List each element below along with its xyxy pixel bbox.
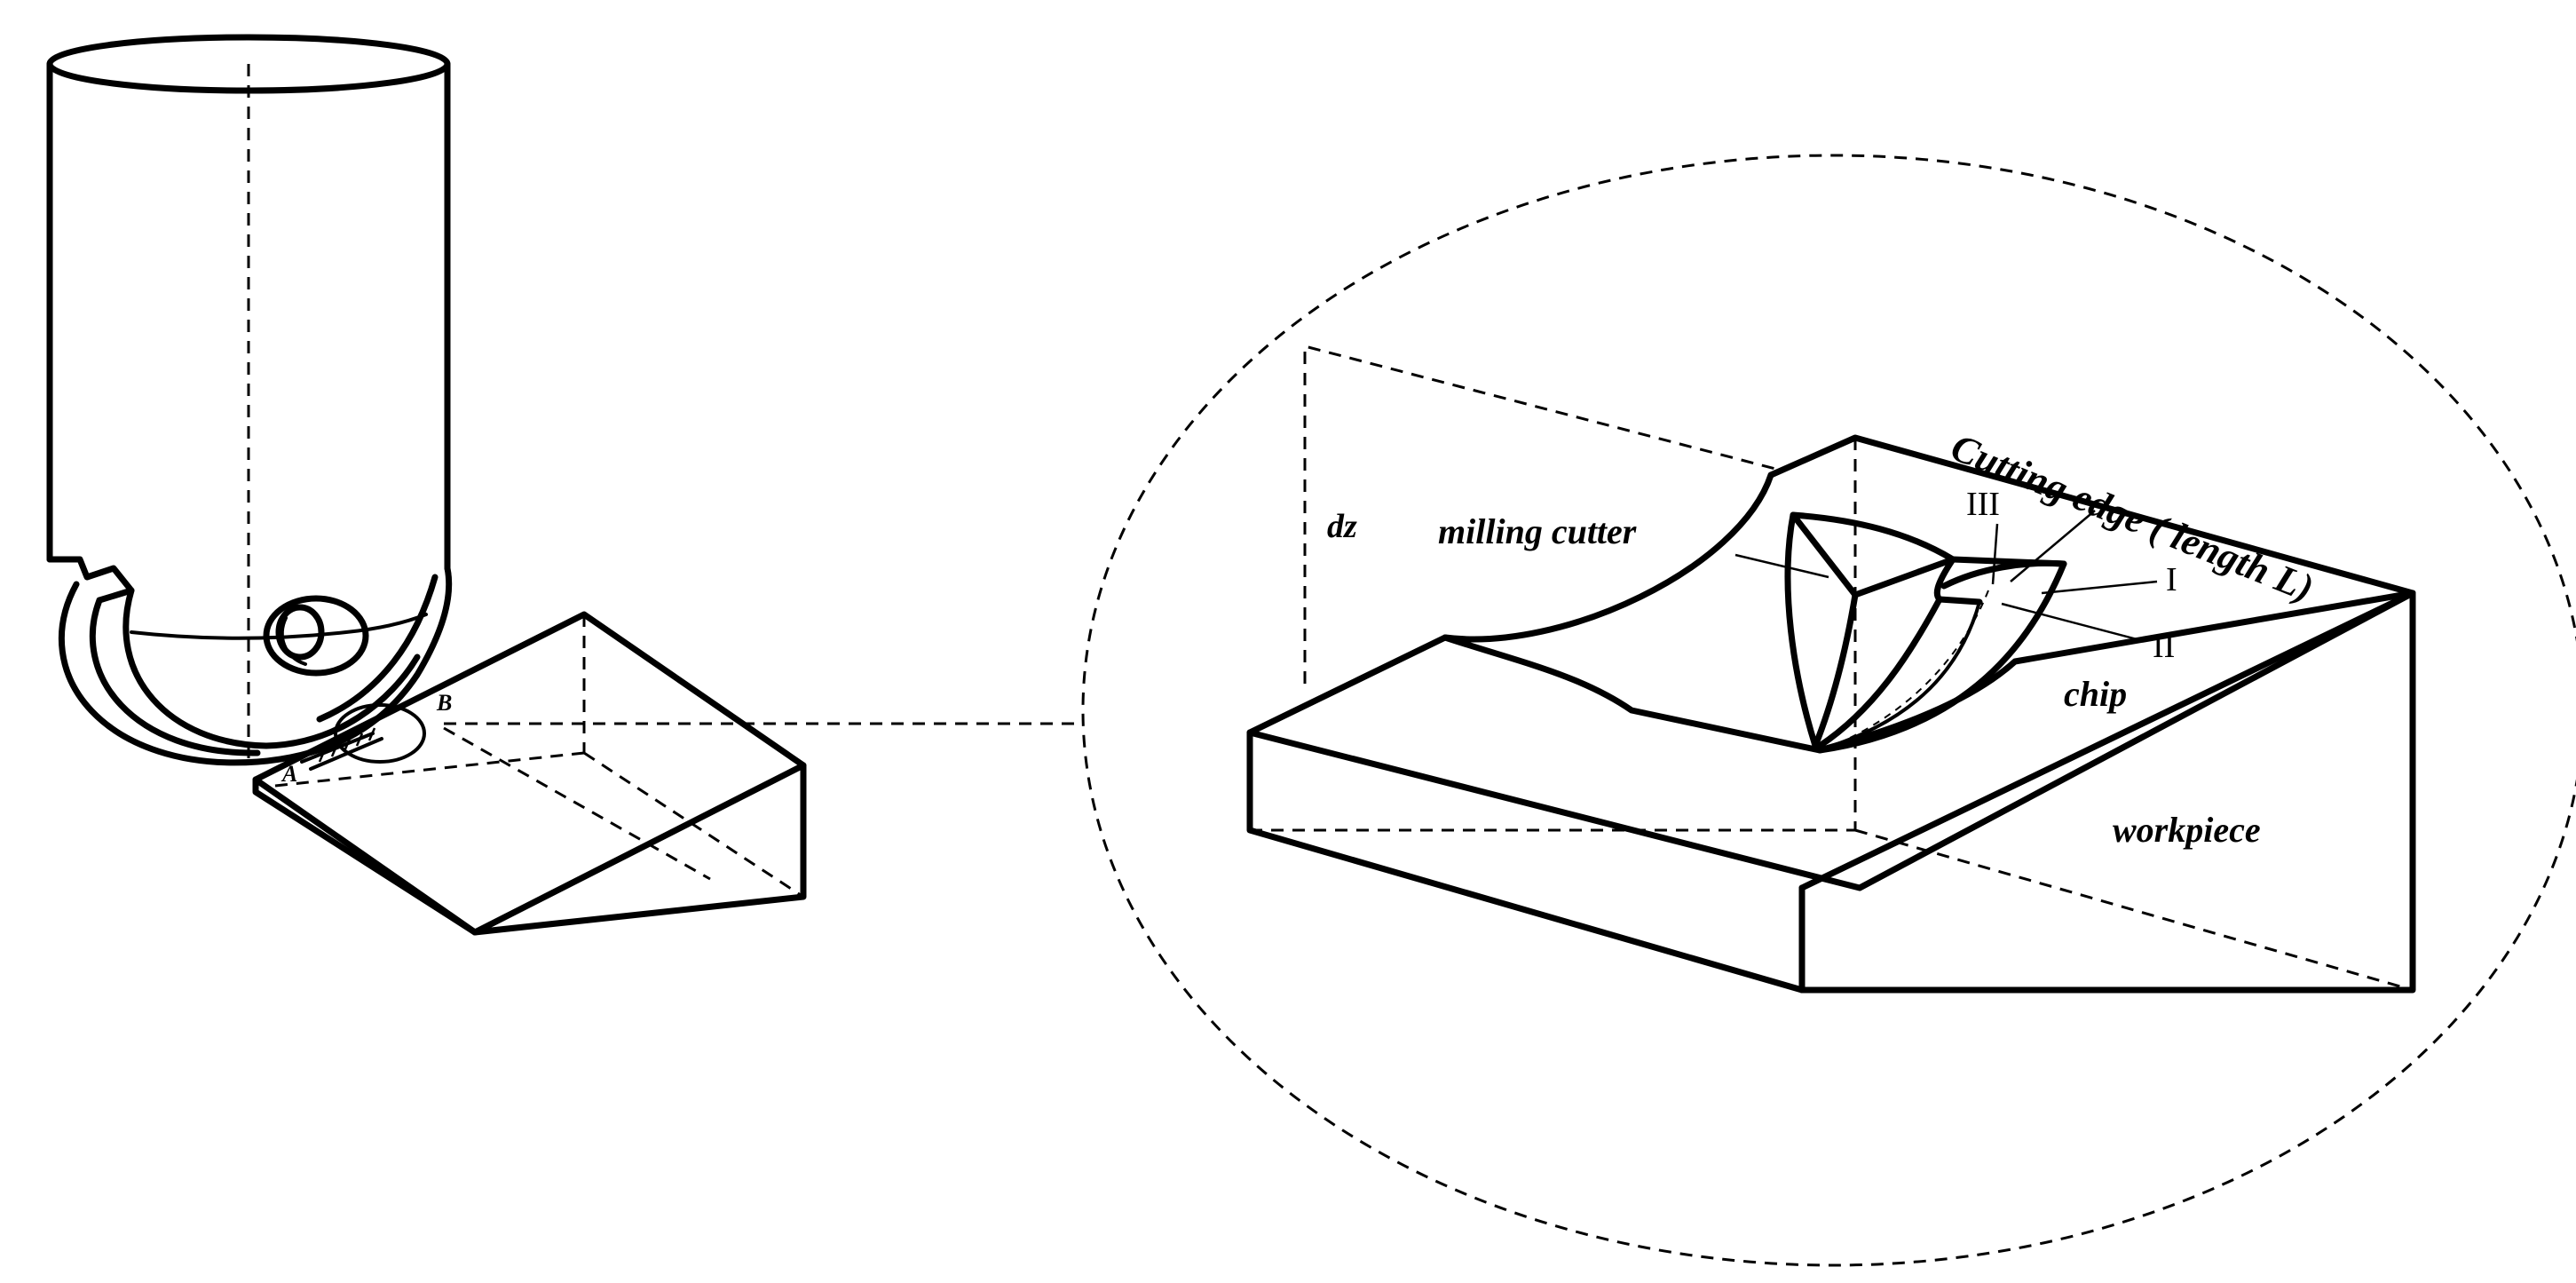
milling-cutter-overview <box>46 34 453 766</box>
zoom-circle-small <box>334 703 426 764</box>
tooth-left-flank <box>1784 511 1819 749</box>
leader-region-iii <box>1991 523 1999 585</box>
chip-top-curve <box>1940 559 2067 590</box>
region-ii-label: II <box>2153 628 2175 665</box>
wedge-hidden-mid <box>443 726 711 881</box>
cutter-equator <box>130 613 428 640</box>
cutter-insert-inner <box>275 604 325 661</box>
point-b-label: B <box>436 690 452 716</box>
wedge-hidden-bottom-2 <box>274 751 585 788</box>
detail-front-face <box>1246 729 1806 994</box>
cutter-flute-notch <box>46 556 135 604</box>
workpiece-overview: A B <box>252 611 807 936</box>
leader-region-ii <box>2001 602 2145 643</box>
tooth-top-face <box>1790 511 1956 598</box>
chip-outer-edge <box>1816 556 2067 754</box>
detail-front-right-edge <box>1798 590 2416 891</box>
wedge-front-edge <box>252 776 478 936</box>
wedge-top-face <box>252 611 807 936</box>
leader-lines <box>1734 510 2158 643</box>
cut-line-hidden <box>1828 590 1989 748</box>
leader-milling-cutter <box>1734 553 1829 579</box>
dz-label: dz <box>1327 508 1357 545</box>
leader-region-i <box>2041 580 2158 595</box>
cutting-edge-label: Cutting edge ( length L) <box>1945 425 2319 610</box>
detail-hidden-bottom-right <box>1854 828 2414 992</box>
cutter-ball-inner-2 <box>122 587 421 749</box>
region-i-label: I <box>2166 561 2177 598</box>
cutter-insert-outer <box>263 595 369 677</box>
zoom-ellipse-large <box>1081 154 2576 1267</box>
dz-dashed-box <box>1303 345 1776 684</box>
region-iii-label: III <box>1966 486 2000 523</box>
cutter-ball-inner-1 <box>89 597 261 756</box>
cutter-insert-groove <box>280 616 307 666</box>
workpiece-detail: dz <box>1246 345 2416 994</box>
chip-inner-edge-2 <box>1816 596 1943 749</box>
milling-cutter-label: milling cutter <box>1438 511 1637 551</box>
point-a-label: A <box>281 761 297 787</box>
wedge-cut-hatch <box>318 727 376 763</box>
wedge-hidden-bottom-1 <box>583 751 804 899</box>
detail-groove-curve <box>1442 471 1774 643</box>
detail-right-face <box>1798 590 2416 994</box>
cutter-ball-inner-3 <box>316 574 439 723</box>
cutter-tooth-detail <box>1784 511 2067 754</box>
leader-cutting-edge <box>2010 510 2096 582</box>
workpiece-label: workpiece <box>2113 810 2261 850</box>
chip-label: chip <box>2064 674 2127 714</box>
chip-inner-edge-3 <box>1822 600 1981 750</box>
tooth-crease <box>1812 591 1859 749</box>
